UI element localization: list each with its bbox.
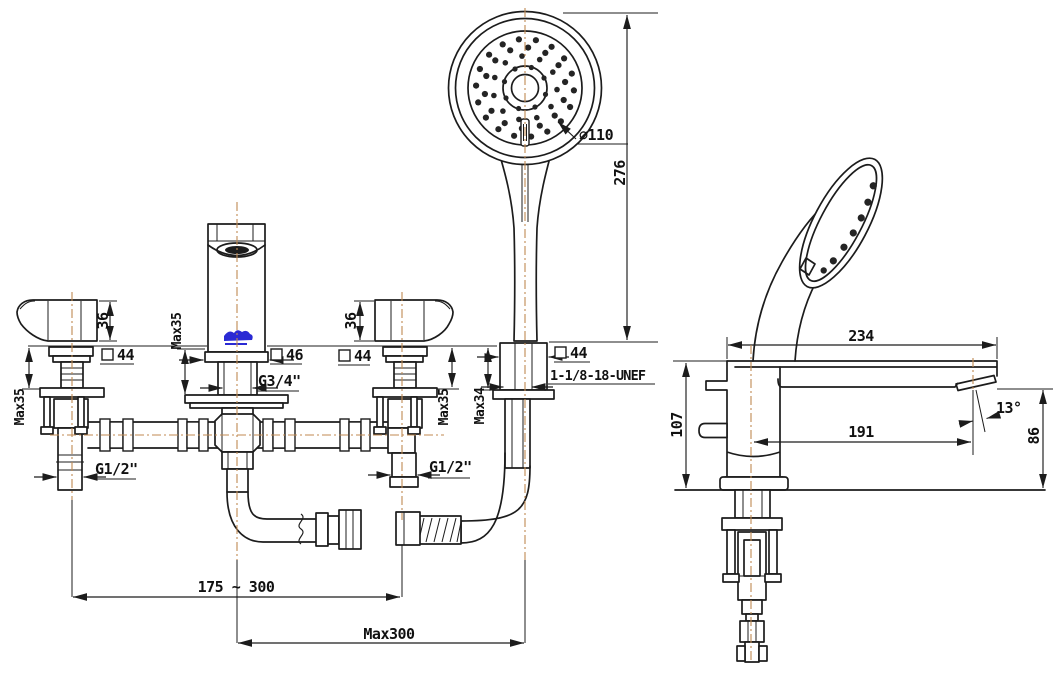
- label-side-reach: 191: [848, 423, 874, 441]
- extension-lines: [22, 12, 1053, 643]
- dimension-labels: ∅110 276 36 44 Max35 G1/2" Max35 46 G3/4…: [13, 126, 1043, 643]
- label-spout-max-deck: Max35: [170, 313, 185, 350]
- right-handle-escutcheon: [382, 346, 428, 357]
- side-hose-coupling: [739, 620, 765, 643]
- spout-assembly-front: [184, 223, 362, 550]
- label-shower-height: 276: [611, 160, 629, 186]
- label-left-connection: G1/2": [95, 460, 138, 478]
- square-symbol-right: [338, 349, 351, 362]
- left-inlet-tube: [57, 427, 83, 491]
- side-diverter-lever: [698, 422, 728, 439]
- side-base-flange: [719, 476, 789, 491]
- left-handle-escutcheon: [48, 346, 94, 357]
- hose-braided-section: [418, 515, 462, 545]
- holder-guide-tube: [504, 398, 531, 469]
- holder-flange: [492, 389, 555, 400]
- label-side-length: 234: [848, 327, 874, 345]
- right-inlet-tube: [391, 452, 417, 478]
- label-spout-escutcheon: 46: [286, 346, 304, 364]
- side-outlet-lip: [955, 374, 997, 392]
- shower-holder-assembly: [395, 342, 555, 546]
- side-wand-head: [798, 157, 884, 289]
- label-left-handle-height: 36: [94, 312, 112, 330]
- supply-elbow: [226, 491, 319, 543]
- label-left-escutcheon: 44: [117, 346, 135, 364]
- holder-block: [499, 342, 548, 391]
- label-holder-escutcheon: 44: [570, 344, 588, 362]
- square-symbol-holder: [554, 346, 567, 359]
- label-right-handle-height: 36: [342, 312, 360, 330]
- side-body-column: [705, 360, 784, 478]
- spray-dots: [473, 36, 578, 140]
- square-symbol-spout: [270, 348, 283, 361]
- label-holder-max-deck: Max34: [473, 387, 488, 424]
- label-side-height: 107: [668, 412, 686, 438]
- hose-connector: [395, 511, 421, 546]
- dimension-lines: [25, 14, 1047, 647]
- side-shank: [734, 489, 771, 519]
- label-side-outlet-angle: 13°: [996, 399, 1022, 417]
- right-handle-shank: [393, 361, 417, 389]
- label-holder-thread: 1-1/8-18-UNEF: [550, 368, 646, 384]
- label-side-outlet-height: 86: [1025, 427, 1043, 445]
- side-top-plate: [726, 360, 998, 377]
- square-symbol-left: [101, 348, 114, 361]
- brand-logo-mark: [224, 330, 253, 345]
- label-shower-diameter: ∅110: [579, 126, 614, 144]
- label-right-escutcheon: 44: [354, 347, 372, 365]
- tee-fitting: [214, 413, 261, 453]
- label-left-max-deck: Max35: [13, 389, 28, 426]
- right-mounting-flange: [372, 387, 438, 398]
- right-handle-lever: [374, 299, 454, 342]
- side-view: [674, 157, 1046, 663]
- label-valve-spread: 175 ~ 300: [198, 578, 275, 596]
- label-hose-reach: Max300: [363, 625, 415, 643]
- left-handle-lever: [16, 299, 98, 342]
- label-right-max-deck: Max35: [437, 389, 452, 426]
- left-handle-assembly: [16, 299, 105, 491]
- centerlines: [50, 8, 974, 660]
- right-handle-assembly: [372, 299, 454, 488]
- label-spout-connection: G3/4": [258, 372, 301, 390]
- shower-handle: [496, 145, 554, 342]
- supply-hex-nut: [338, 509, 362, 550]
- label-right-connection: G1/2": [429, 458, 472, 476]
